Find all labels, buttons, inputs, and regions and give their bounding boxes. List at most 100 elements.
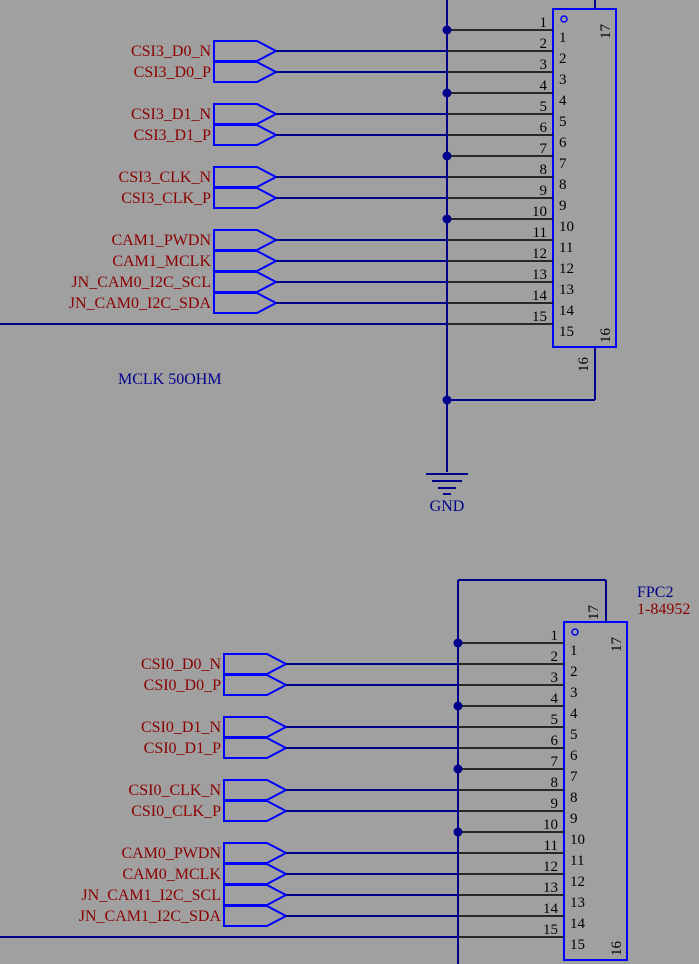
top-port-3 [213,103,279,125]
top-pin-10-number-outer: 10 [532,204,547,220]
bottom-pin-6-number-inner: 6 [570,748,578,764]
top-pin-7-number-outer: 7 [540,141,548,157]
top-net-label-10: JN_CAM0_I2C_SDA [69,295,212,312]
top-pin-14-number-inner: 14 [559,303,575,319]
bottom-junction-7 [453,764,463,774]
bottom-pin-17-number-outer: 17 [586,605,602,621]
top-net-label-5: CSI3_CLK_N [119,169,212,186]
bottom-net-label-10: JN_CAM1_I2C_SDA [79,908,222,925]
bottom-pin-3-number-inner: 3 [570,685,578,701]
top-junction-7 [442,151,452,161]
bottom-junction-10 [453,827,463,837]
bottom-pin-6-number-outer: 6 [551,733,559,749]
bottom-pin-3-number-outer: 3 [551,670,559,686]
bottom-pin-8-number-outer: 8 [551,775,559,791]
bottom-port-5 [223,779,289,801]
bottom-pin-15-number-outer: 15 [543,922,558,938]
top-pin-15-number-outer: 15 [532,309,547,325]
top-net-label-6: CSI3_CLK_P [121,190,211,207]
bottom-net-label-9: JN_CAM1_I2C_SCL [81,887,221,904]
top-port-5 [213,166,279,188]
top-port-6 [213,187,279,209]
bottom-pin-5-number-inner: 5 [570,727,578,743]
bottom-net-label-3: CSI0_D1_N [141,719,221,736]
bottom-pin-2-number-outer: 2 [551,649,559,665]
fpc2-ref: FPC2 [637,584,673,601]
bottom-pin1-marker [571,628,579,636]
bottom-pin-12-number-inner: 12 [570,874,585,890]
top-port-10 [213,292,279,314]
bottom-pin-13-number-inner: 13 [570,895,585,911]
top-pin-8-number-outer: 8 [540,162,548,178]
bottom-port-6 [223,800,289,822]
bottom-port-4 [223,737,289,759]
bottom-port-3 [223,716,289,738]
bottom-port-10 [223,905,289,927]
top-net-label-2: CSI3_D0_P [134,64,211,81]
bottom-junction-1 [453,638,463,648]
top-pin-13-number-inner: 13 [559,282,574,298]
top-pin-12-number-outer: 12 [532,246,547,262]
top-port-8 [213,250,279,272]
top-net-label-9: JN_CAM0_I2C_SCL [71,274,211,291]
top-pin-2-number-inner: 2 [559,51,567,67]
top-net-label-7: CAM1_PWDN [111,232,211,249]
bottom-body [563,621,628,961]
mclk-note: MCLK 50OHM [118,371,222,388]
top-pin-1-number-inner: 1 [559,30,567,46]
top-net-label-3: CSI3_D1_N [131,106,211,123]
bottom-pin-9-number-inner: 9 [570,811,578,827]
top-pin1-marker [560,15,568,23]
top-net-label-1: CSI3_D0_N [131,43,211,60]
bottom-pin-14-number-outer: 14 [543,901,559,917]
fpc2-part: 1-84952 [637,601,690,618]
bottom-pin-4-number-outer: 4 [551,691,559,707]
bottom-port-2 [223,674,289,696]
top-pin-1-number-outer: 1 [540,15,548,31]
top-pin-5-number-inner: 5 [559,114,567,130]
bottom-pin-5-number-outer: 5 [551,712,559,728]
top-port-4 [213,124,279,146]
bottom-net-label-8: CAM0_MCLK [122,866,221,883]
top-pin-9-number-outer: 9 [540,183,548,199]
top-pin-13-number-outer: 13 [532,267,547,283]
bottom-net-label-6: CSI0_CLK_P [131,803,221,820]
top-pin-9-number-inner: 9 [559,198,567,214]
bottom-net-label-4: CSI0_D1_P [144,740,221,757]
top-pin-6-number-outer: 6 [540,120,548,136]
top-net-label-4: CSI3_D1_P [134,127,211,144]
bottom-pin-9-number-outer: 9 [551,796,559,812]
bottom-net-label-5: CSI0_CLK_N [129,782,222,799]
top-pin-15-number-inner: 15 [559,324,574,340]
top-port-1 [213,40,279,62]
bottom-junction-4 [453,701,463,711]
top-net-label-8: CAM1_MCLK [112,253,211,270]
connector-top: 1122334455667788991010111112121313141415… [0,0,617,495]
bottom-pin-4-number-inner: 4 [570,706,578,722]
top-pin-3-number-inner: 3 [559,72,567,88]
bottom-pin-11-number-outer: 11 [544,838,558,854]
bottom-net-label-1: CSI0_D0_N [141,656,221,673]
bottom-pin-11-number-inner: 11 [570,853,584,869]
top-pin-8-number-inner: 8 [559,177,567,193]
top-pin-10-number-inner: 10 [559,219,574,235]
top-junction-4 [442,88,452,98]
bottom-pin-7-number-inner: 7 [570,769,578,785]
top-pin-12-number-inner: 12 [559,261,574,277]
bottom-port-9 [223,884,289,906]
top-pin-6-number-inner: 6 [559,135,567,151]
top-pin-17-number-inner: 17 [598,24,614,40]
bottom-port-7 [223,842,289,864]
bottom-pin-7-number-outer: 7 [551,754,559,770]
top-pin-16-number-inner: 16 [598,328,614,344]
bottom-pin-12-number-outer: 12 [543,859,558,875]
bottom-pin-1-number-inner: 1 [570,643,578,659]
top-junction-16 [442,395,452,405]
bottom-pin-13-number-outer: 13 [543,880,558,896]
top-pin-11-number-outer: 11 [533,225,547,241]
bottom-pin-17-number-inner: 17 [609,637,625,653]
gnd-label: GND [430,498,465,515]
bottom-net-label-7: CAM0_PWDN [121,845,221,862]
top-pin-3-number-outer: 3 [540,57,548,73]
